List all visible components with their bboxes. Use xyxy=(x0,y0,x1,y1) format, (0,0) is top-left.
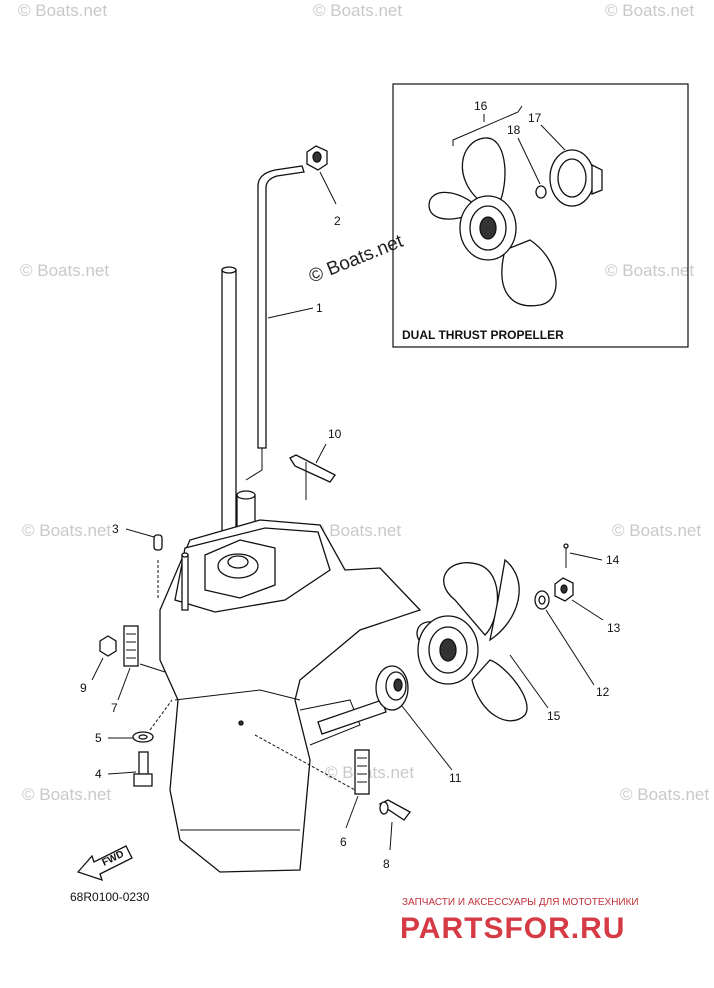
part-nut: 2 xyxy=(306,145,341,228)
part-drive-shaft xyxy=(221,266,237,551)
watermark: © Boats.net xyxy=(325,763,414,782)
part-dowel-pin: 3 xyxy=(112,522,163,600)
callout-14: 14 xyxy=(606,553,620,567)
watermark: © Boats.net xyxy=(620,785,709,804)
watermark: © Boats.net xyxy=(22,785,111,804)
part-anode-lower: 6 xyxy=(254,734,370,849)
callout-1: 1 xyxy=(316,301,323,315)
inset-dual-thrust-propeller: DUAL THRUST PROPELLER 16 17 18 xyxy=(392,83,689,348)
watermark: © Boats.net xyxy=(605,261,694,280)
inset-title: DUAL THRUST PROPELLER xyxy=(402,328,564,342)
callout-12: 12 xyxy=(596,685,610,699)
watermarks: © Boats.net © Boats.net © Boats.net © Bo… xyxy=(18,1,709,804)
watermark: © Boats.net xyxy=(312,521,401,540)
callout-5: 5 xyxy=(95,731,102,745)
part-washer-12: 12 xyxy=(534,590,610,699)
watermark: © Boats.net xyxy=(22,521,111,540)
part-bolt-4: 4 xyxy=(95,751,153,787)
part-nut-13: 13 xyxy=(554,577,621,635)
callout-17: 17 xyxy=(528,111,542,125)
diagram-code: 68R0100-0230 xyxy=(70,890,150,904)
part-grommet: 10 xyxy=(289,427,342,500)
callout-3: 3 xyxy=(112,522,119,536)
part-lower-unit-housing xyxy=(159,519,422,873)
callout-8: 8 xyxy=(383,857,390,871)
part-propeller: 15 xyxy=(416,558,561,723)
part-shift-rod: 1 xyxy=(257,165,323,449)
part-screw-8: 8 xyxy=(378,799,411,871)
callout-15: 15 xyxy=(547,709,561,723)
callout-4: 4 xyxy=(95,767,102,781)
fwd-arrow-icon: FWD xyxy=(76,845,133,882)
callout-9: 9 xyxy=(80,681,87,695)
callout-18: 18 xyxy=(507,123,521,137)
part-anode-upper: 7 xyxy=(111,625,166,715)
callout-16: 16 xyxy=(474,99,488,113)
callout-11: 11 xyxy=(449,771,462,785)
callout-7: 7 xyxy=(111,701,118,715)
watermark: © Boats.net xyxy=(612,521,701,540)
part-washer-5: 5 xyxy=(95,699,173,745)
brand-logo: ЗАПЧАСТИ И АКСЕССУАРЫ ДЛЯ МОТОТЕХНИКИ PA… xyxy=(400,897,639,945)
brand-name: PARTSFOR.RU xyxy=(400,912,625,945)
watermark: © Boats.net xyxy=(313,1,402,20)
part-spacer-11: 11 xyxy=(375,665,462,785)
part-bolt-9: 9 xyxy=(80,635,117,695)
callout-13: 13 xyxy=(607,621,621,635)
callout-10: 10 xyxy=(328,427,342,441)
watermark: © Boats.net xyxy=(18,1,107,20)
brand-tagline: ЗАПЧАСТИ И АКСЕССУАРЫ ДЛЯ МОТОТЕХНИКИ xyxy=(402,897,639,908)
callout-6: 6 xyxy=(340,835,347,849)
watermark-prominent: © Boats.net xyxy=(306,231,407,288)
callout-2: 2 xyxy=(334,214,341,228)
watermark: © Boats.net xyxy=(20,261,109,280)
watermark: © Boats.net xyxy=(605,1,694,20)
part-cotter-pin: 14 xyxy=(563,543,620,568)
part-propeller-shaft xyxy=(317,699,387,735)
